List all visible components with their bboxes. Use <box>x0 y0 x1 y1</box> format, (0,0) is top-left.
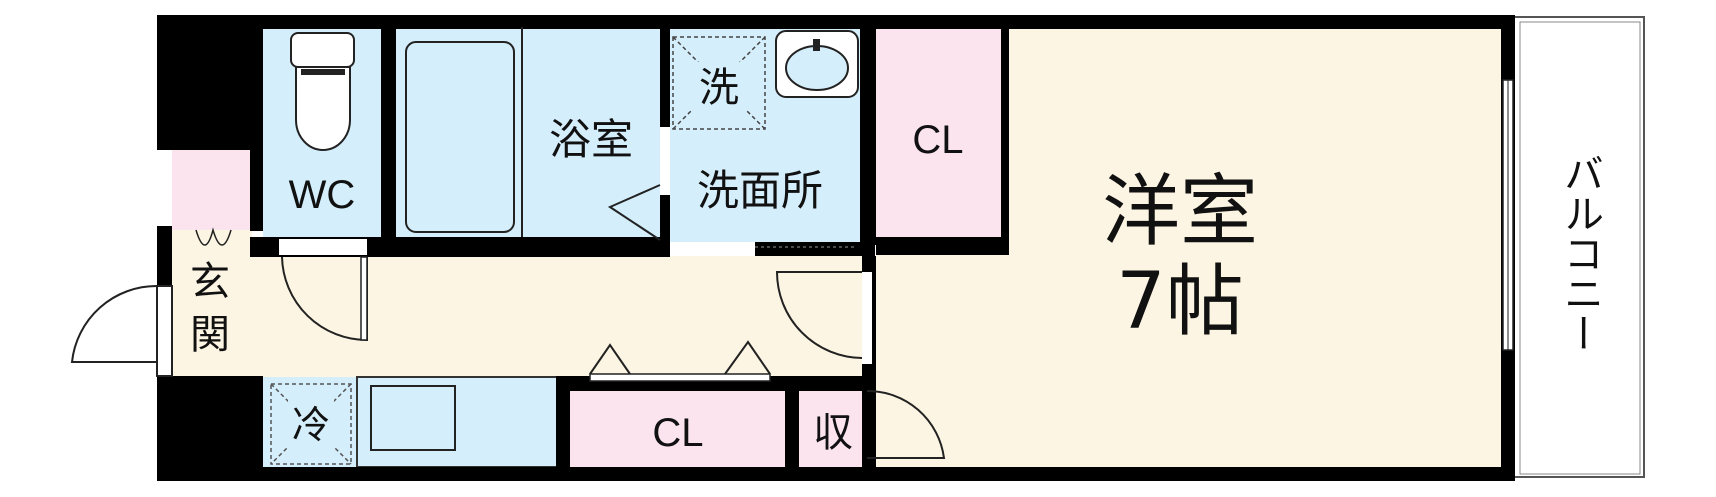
toilet-label: WC <box>289 173 356 217</box>
storage-label: 収 <box>813 410 853 456</box>
wc-door-swing <box>281 256 368 342</box>
upper-closet-label: CL <box>912 118 963 162</box>
wall-wc-door-gap <box>279 239 367 255</box>
washroom-label: 洗面所 <box>697 166 823 215</box>
lower-closet <box>570 391 790 468</box>
entrance-door-swing <box>70 284 158 363</box>
balcony-outline <box>1512 16 1645 478</box>
wall-left-mid <box>157 226 172 286</box>
washing-machine-label: 洗 <box>699 65 739 111</box>
wall-bottom <box>157 467 1514 481</box>
wall-wash-bottom <box>755 242 875 256</box>
lower-closet-label: CL <box>652 411 703 455</box>
wall-wash-closet <box>860 27 876 245</box>
washbasin-icon <box>775 30 859 98</box>
room-door-swing <box>775 271 863 359</box>
wc-door-leaf <box>360 256 368 341</box>
balcony-rail <box>1519 21 1641 475</box>
shoe-box <box>172 150 250 230</box>
hallway-floor <box>172 256 876 377</box>
closet-door-left <box>589 343 631 375</box>
wall-bath-wash-lower <box>660 195 670 241</box>
wall-hall-room-gap <box>862 272 872 364</box>
closet-door-rail <box>589 373 771 382</box>
closet-door-right <box>724 340 771 375</box>
bath-door-icon <box>607 184 661 241</box>
genkan-floor <box>172 226 252 376</box>
balcony-label: バルコニー <box>1557 153 1603 353</box>
upper-closet <box>876 27 1001 237</box>
bathroom-label: 浴室 <box>549 115 633 164</box>
western-room-size: 7帖 <box>1116 257 1244 347</box>
wall-closet-right <box>1001 27 1009 255</box>
entrance-label-2: 関 <box>190 312 230 358</box>
fridge-label-bg <box>288 400 334 448</box>
wall-storage-top <box>799 376 867 391</box>
entrance-label-1: 玄 <box>190 259 230 305</box>
bathtub-icon <box>405 41 515 233</box>
entrance-door-frame <box>156 285 173 377</box>
wall-left-col <box>250 150 263 231</box>
wall-kitchen-left <box>556 376 570 468</box>
wall-left-upper <box>157 15 263 150</box>
storage-floor <box>799 391 867 468</box>
wall-bath-wash <box>660 27 670 127</box>
kitchen-sink-icon <box>370 385 456 451</box>
fridge-label: 冷 <box>292 403 330 447</box>
washing-machine-label-bg <box>692 62 746 112</box>
wall-top <box>157 15 1514 29</box>
storage-door-swing <box>866 389 946 459</box>
wall-closet-bottom <box>876 237 1009 255</box>
wall-wash-door-gap <box>670 242 755 254</box>
wall-cl-storage <box>785 376 799 468</box>
toilet-icon <box>290 32 355 151</box>
wall-wc-bath <box>381 27 396 241</box>
wall-left-lower <box>157 376 263 481</box>
western-room-label: 洋室 <box>1102 167 1258 257</box>
genkan-step <box>195 227 232 246</box>
